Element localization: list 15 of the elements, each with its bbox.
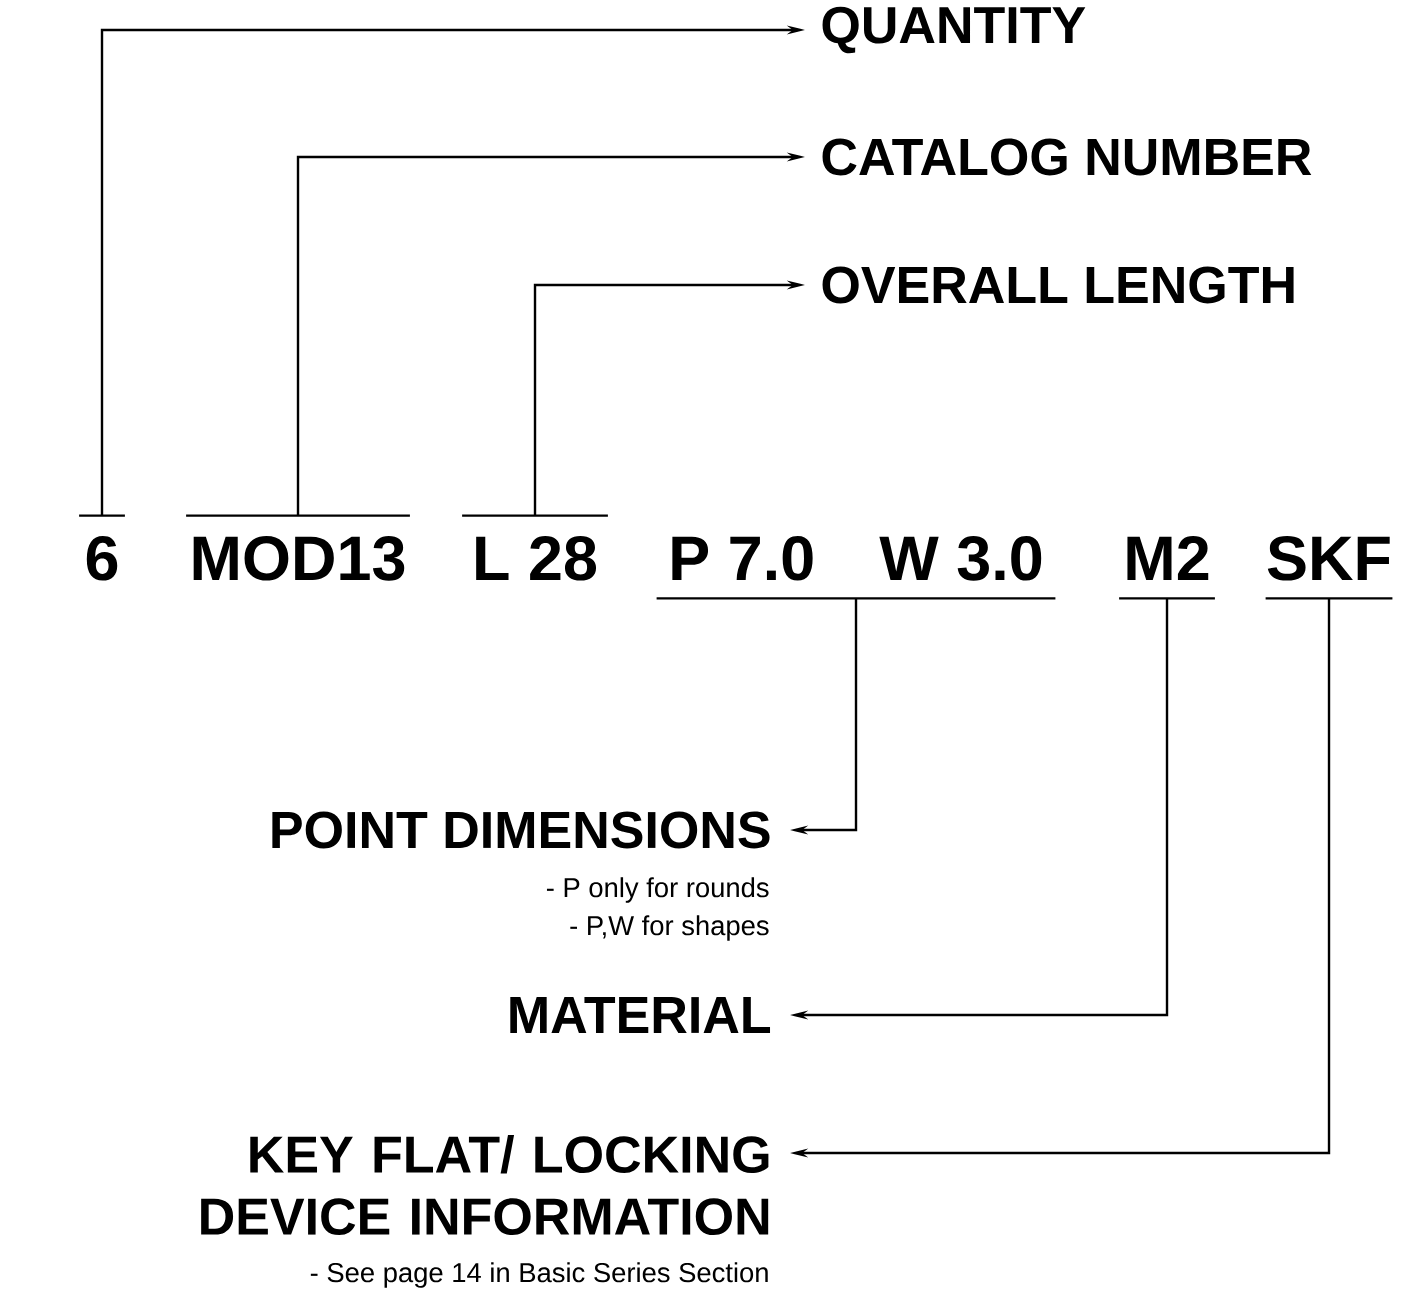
label-text: OVERALL LENGTH	[822, 266, 1294, 304]
code-segment: MOD13	[186, 514, 410, 581]
label-text: MATERIAL	[510, 997, 770, 1033]
code-segment: 6	[79, 514, 125, 581]
label-text: KEY FLAT/ LOCKING DEVICE INFORMATION	[201, 1134, 769, 1236]
label-text: QUANTITY	[822, 6, 1086, 54]
code-segment: M2	[1119, 536, 1215, 600]
label-text: CATALOG NUMBER	[822, 138, 1312, 176]
note-text: - P,W for shapes	[570, 915, 769, 941]
code-segment: L 28	[462, 514, 608, 581]
note-text: - P only for rounds	[546, 877, 769, 903]
label-text: POINT DIMENSIONS	[272, 811, 770, 849]
code-segment: P 7.0 W 3.0	[656, 536, 1056, 600]
note-text: - See page 14 in Basic Series Section	[310, 1262, 768, 1288]
code-segment: SKF	[1265, 536, 1393, 600]
